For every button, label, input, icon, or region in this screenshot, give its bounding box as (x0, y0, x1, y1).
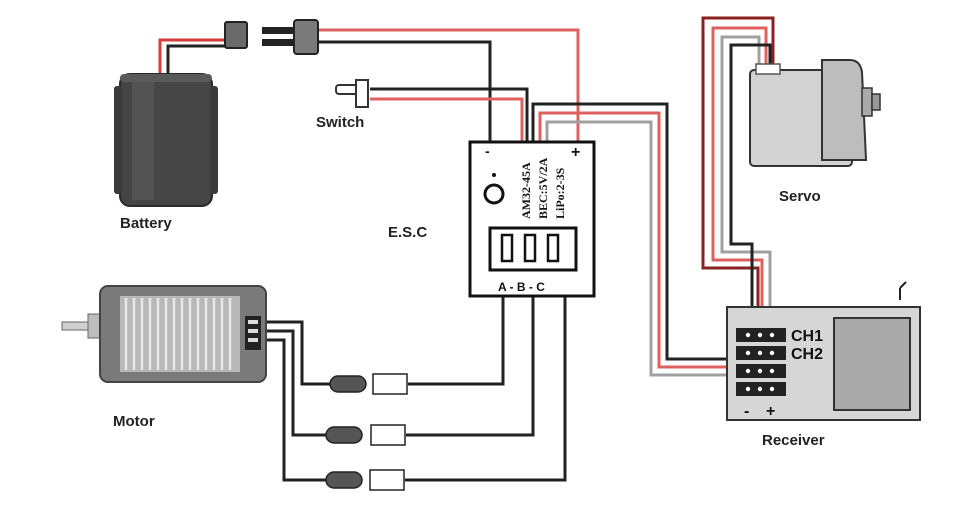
phase-c-wire-motor (262, 338, 328, 482)
switch-black-wire (370, 87, 529, 142)
motor-label: Motor (113, 413, 155, 430)
servo (749, 59, 881, 167)
phase-a-wire-motor (262, 320, 332, 386)
switch (335, 79, 369, 108)
switch-label: Switch (316, 114, 364, 131)
battery (114, 73, 218, 207)
esc-minus-label: - (485, 143, 490, 159)
receiver-label: Receiver (762, 432, 825, 449)
phase-b-wire-esc (406, 296, 535, 437)
wires (158, 16, 775, 482)
receiver-minus-label: - (744, 403, 749, 420)
motor (61, 285, 267, 383)
esc-label: E.S.C (388, 224, 427, 241)
receiver-ch2-label: CH2 (791, 346, 823, 363)
esc-gray-signal (545, 120, 742, 377)
esc-red-signal (538, 111, 742, 369)
servo-gray-wire (720, 35, 772, 332)
esc-spec-line-3: LiPo:2-3S (553, 167, 567, 219)
phase-c-wire-esc (405, 296, 567, 482)
switch-red-wire (370, 97, 524, 142)
servo-darkred-wire (701, 16, 775, 332)
esc-phase-labels: A - B - C (498, 280, 545, 294)
receiver-plus-label: + (766, 403, 775, 420)
receiver-ch1-label: CH1 (791, 328, 823, 345)
esc-spec-line-2: BEC:5V/2A (536, 157, 550, 219)
receiver: CH1 CH2 - + (726, 281, 921, 421)
receiver-pin-rows (736, 328, 786, 396)
esc-black-signal (531, 102, 740, 361)
servo-label: Servo (779, 188, 821, 205)
servo-black-wire (729, 43, 772, 332)
battery-red-lead (158, 38, 235, 78)
power-black-wire (315, 40, 492, 142)
phase-a-wire-esc (408, 296, 505, 386)
power-red-wire (315, 28, 580, 148)
esc-spec-line-1: AM32-45A (519, 162, 533, 219)
esc-plus-label: + (571, 144, 580, 161)
battery-label: Battery (120, 215, 172, 232)
servo-red-wire (711, 26, 768, 332)
battery-black-lead (166, 44, 235, 78)
esc: - + AM32-45A BEC:5V/2A LiPo:2-3S A - B -… (468, 140, 596, 298)
battery-connector (224, 19, 319, 55)
bullet-connectors (325, 373, 408, 491)
esc-button-icon (483, 183, 505, 205)
phase-b-wire-motor (262, 329, 328, 437)
